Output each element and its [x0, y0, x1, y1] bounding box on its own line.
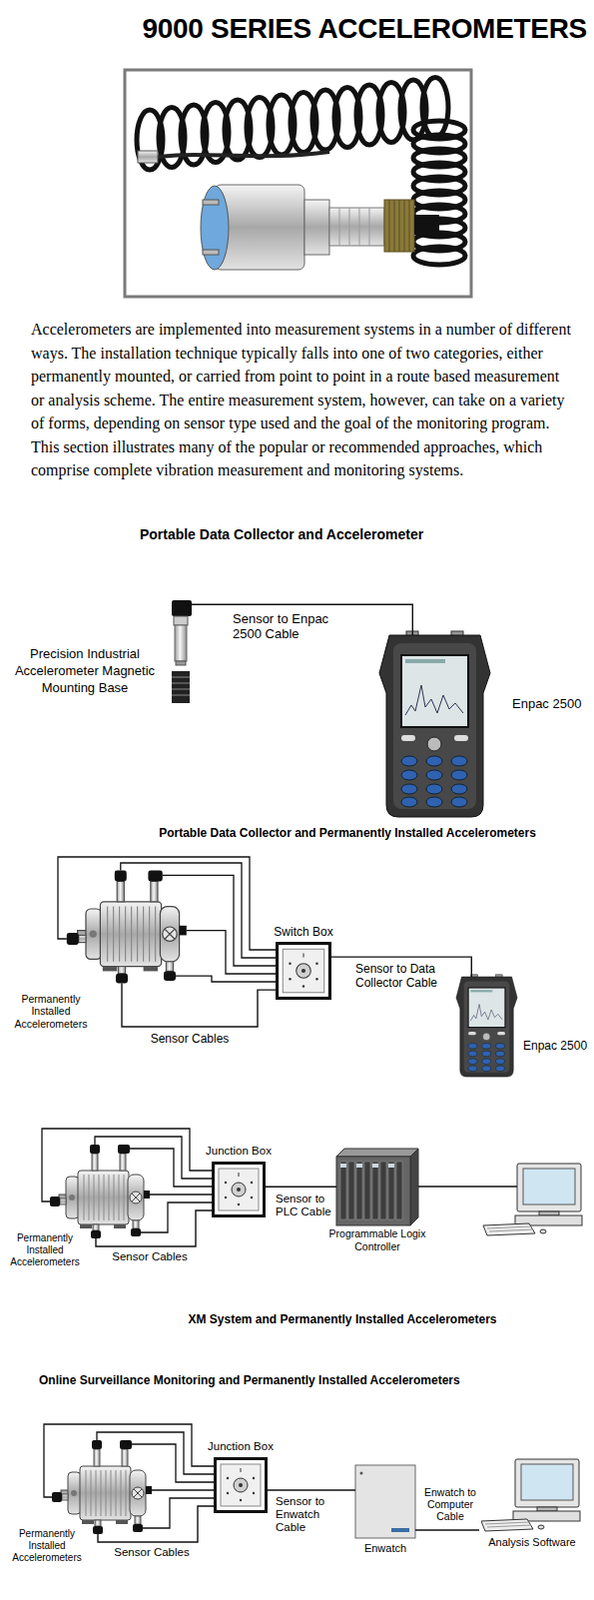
cable	[97, 1505, 214, 1542]
motor	[49, 1144, 150, 1238]
junction-box: Junction Box	[211, 1161, 266, 1217]
network-line	[418, 1185, 518, 1187]
node-label: Switch Box	[263, 924, 344, 939]
switch-box	[277, 943, 331, 999]
cable	[95, 1209, 212, 1246]
section-heading: Online Surveillance Monitoring and Perma…	[38, 1371, 579, 1388]
cable-label: Sensor to Data Collector Cable	[355, 961, 440, 990]
cable	[267, 1488, 356, 1490]
cable-label: Sensor to Enpac 2500 Cable	[232, 610, 343, 641]
motor-with-sensors: Permanently Installed Accelerometers	[51, 1439, 152, 1534]
cable-label: Enwatch to Computer Cable	[419, 1485, 482, 1522]
node-label: Enpac 2500	[512, 695, 591, 712]
accelerometer: Precision Industrial Accelerometer Magne…	[169, 598, 192, 705]
sensor-wires	[41, 1128, 212, 1232]
portable-accelerometer	[171, 599, 192, 703]
cable-label: Sensor to PLC Cable	[275, 1191, 334, 1218]
section-heading: Portable Data Collector and Permanently …	[97, 824, 594, 841]
node-label: Junction Box	[198, 1144, 279, 1158]
intro-paragraph: Accelerometers are implemented into meas…	[30, 317, 576, 483]
plc-rack: Programmable Logix Controller	[336, 1148, 419, 1225]
enpac-device	[456, 974, 518, 1077]
node-label: Permanently Installed Accelerometers	[1, 992, 100, 1031]
cable-label: Sensor Cables	[111, 1545, 192, 1559]
data-collector: Enpac 2500	[456, 976, 518, 1077]
node-label: Permanently Installed Accelerometers	[3, 1527, 90, 1564]
motor-with-sensors: Permanently Installed Accelerometers	[66, 870, 187, 984]
cable-label: Sensor Cables	[109, 1249, 190, 1263]
section-heading: Portable Data Collector and Acceleromete…	[31, 525, 532, 544]
junction-box	[215, 1458, 267, 1512]
computer: Analysis Software	[479, 1458, 583, 1531]
computer	[483, 1163, 583, 1235]
cable-label: Sensor to Enwatch Cable	[275, 1494, 352, 1534]
node-label: Junction Box	[200, 1439, 281, 1453]
enwatch-unit	[355, 1464, 416, 1538]
sensor-wires	[43, 1423, 214, 1528]
data-collector: Enpac 2500	[379, 634, 491, 817]
product-photo	[124, 69, 472, 297]
cable-label: Sensor Cables	[139, 1031, 240, 1046]
node-label: Precision Industrial Accelerometer Magne…	[5, 644, 164, 696]
motor	[66, 870, 187, 984]
plc-rack	[336, 1148, 419, 1225]
cable	[415, 1528, 480, 1530]
node-label: Permanently Installed Accelerometers	[1, 1231, 88, 1268]
page-title: 9000 SERIES ACCELEROMETERS	[97, 11, 588, 46]
motor	[51, 1439, 152, 1534]
node-label: Analysis Software	[475, 1535, 590, 1549]
sensor-wires	[57, 856, 276, 982]
node-label: Enwatch	[345, 1541, 426, 1555]
section-heading: XM System and Permanently Installed Acce…	[92, 1310, 593, 1327]
junction-box	[213, 1163, 265, 1216]
enpac-device	[379, 630, 491, 817]
node-label: Enpac 2500	[523, 1038, 592, 1053]
enwatch-unit: Enwatch	[355, 1464, 416, 1538]
computer	[481, 1458, 581, 1531]
node-label: Programmable Logix Controller	[319, 1226, 436, 1252]
cable	[121, 982, 276, 1027]
motor-with-sensors: Permanently Installed Accelerometers	[49, 1144, 150, 1238]
switch-box: Switch Box	[275, 941, 332, 1000]
junction-box: Junction Box	[213, 1456, 268, 1513]
cable	[265, 1185, 337, 1187]
